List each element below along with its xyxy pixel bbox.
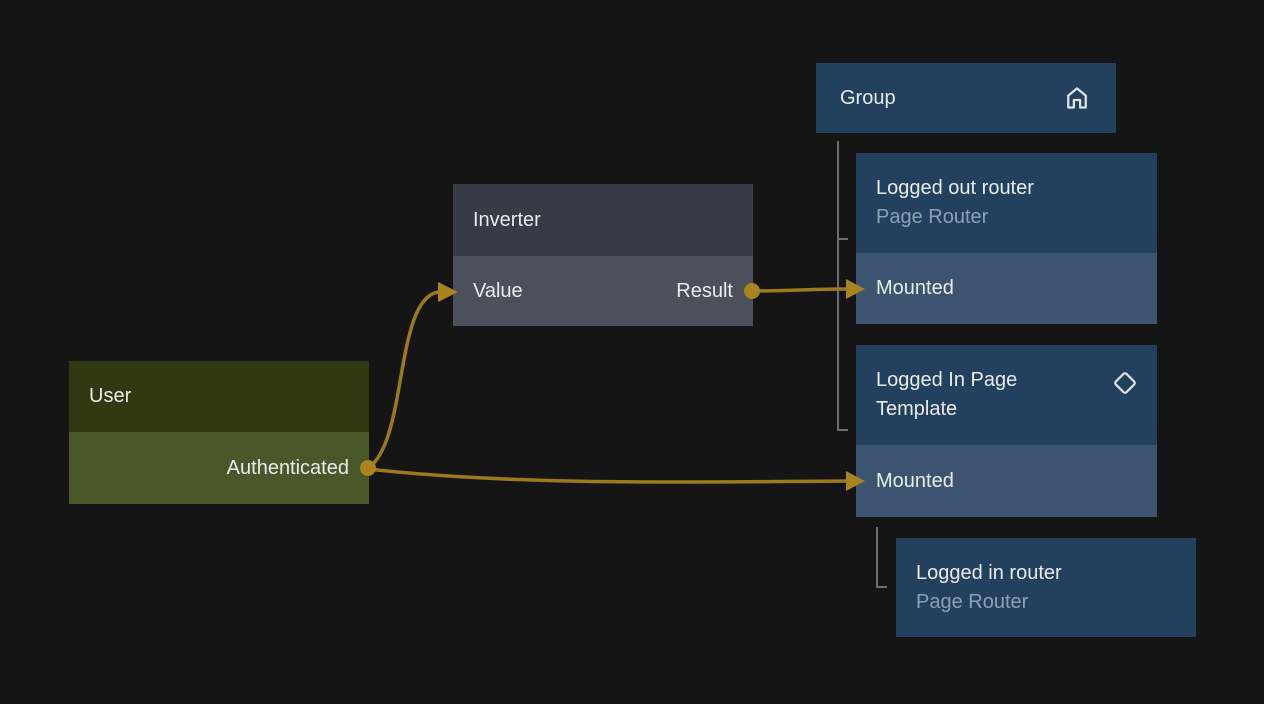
port-result[interactable]: Result — [676, 279, 733, 302]
diamond-icon — [1114, 372, 1136, 394]
node-group[interactable]: Group — [816, 63, 1116, 133]
port-label: Mounted — [876, 469, 954, 492]
home-icon — [1067, 87, 1087, 109]
node-title: Logged In Page Template — [876, 369, 1018, 420]
node-title: Logged out router — [876, 177, 1034, 199]
port-authenticated[interactable]: Authenticated — [226, 456, 349, 479]
node-logged-out-router[interactable]: Logged out router Page Router Mounted — [856, 153, 1157, 324]
port-label: Mounted — [876, 277, 954, 299]
edge-result-to-mounted-logged-out — [751, 287, 848, 293]
port-mounted-logged-in[interactable]: Mounted — [856, 445, 1157, 517]
node-subtitle: Page Router — [916, 590, 1029, 613]
node-title: Inverter — [473, 208, 541, 231]
node-inverter[interactable]: Inverter Value Result — [453, 184, 753, 326]
edge-authenticated-to-value — [366, 290, 439, 470]
node-subtitle: Page Router — [876, 206, 989, 228]
tree-connector-group-children — [837, 141, 848, 431]
node-title: Logged in router — [916, 561, 1062, 584]
node-user[interactable]: User Authenticated — [69, 361, 369, 504]
node-logged-in-page-template[interactable]: Logged In Page Template Mounted — [856, 345, 1157, 517]
tree-connector-mounted-child — [876, 527, 887, 588]
edge-authenticated-to-mounted-logged-in — [367, 467, 848, 484]
node-title: User — [89, 385, 132, 407]
node-group-title: Group — [840, 86, 896, 109]
port-value[interactable]: Value — [473, 279, 523, 302]
port-mounted-logged-out[interactable]: Mounted — [856, 253, 1157, 324]
node-logged-in-router[interactable]: Logged in router Page Router — [896, 538, 1196, 637]
